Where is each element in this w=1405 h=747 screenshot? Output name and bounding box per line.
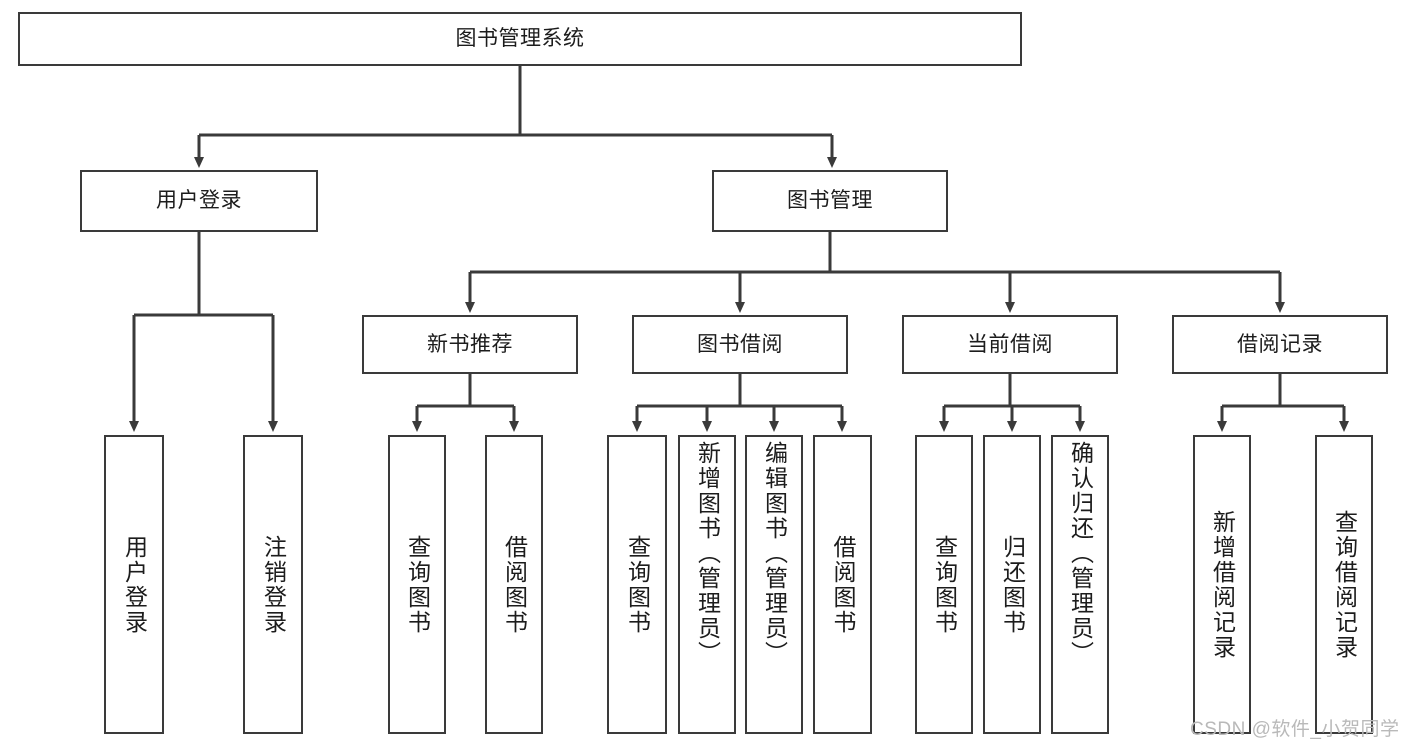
node-borrow-record-label: 借阅记录 xyxy=(1237,332,1323,356)
node-current-borrow-label: 当前借阅 xyxy=(967,332,1053,356)
node-current-borrow[interactable]: 当前借阅 xyxy=(902,315,1118,374)
leaf-borrow-book-recommend[interactable]: 借阅图书 xyxy=(485,435,543,734)
node-book-management-label: 图书管理 xyxy=(787,189,873,213)
leaf-user-logout-label: 注销登录 xyxy=(260,534,287,635)
node-root[interactable]: 图书管理系统 xyxy=(18,12,1022,66)
watermark: CSDN @软件_小贺同学 xyxy=(1190,719,1400,740)
leaf-query-borrow-record-label: 查询借阅记录 xyxy=(1331,509,1358,660)
leaf-query-book-recommend[interactable]: 查询图书 xyxy=(388,435,446,734)
leaf-add-book-admin-label: 新增图书（管理员） xyxy=(694,441,721,666)
leaf-query-book-current[interactable]: 查询图书 xyxy=(915,435,973,734)
leaf-user-login[interactable]: 用户登录 xyxy=(104,435,164,734)
node-borrow-record[interactable]: 借阅记录 xyxy=(1172,315,1388,374)
leaf-user-login-label: 用户登录 xyxy=(121,534,148,635)
leaf-user-logout[interactable]: 注销登录 xyxy=(243,435,303,734)
leaf-return-book-label: 归还图书 xyxy=(999,534,1026,635)
leaf-edit-book-admin[interactable]: 编辑图书（管理员） xyxy=(745,435,803,734)
leaf-add-borrow-record-label: 新增借阅记录 xyxy=(1209,509,1236,660)
leaf-confirm-return-admin[interactable]: 确认归还（管理员） xyxy=(1051,435,1109,734)
leaf-borrow-book-recommend-label: 借阅图书 xyxy=(501,534,528,635)
leaf-query-book-borrow-label: 查询图书 xyxy=(624,534,651,635)
node-book-borrow-label: 图书借阅 xyxy=(697,332,783,356)
leaf-query-book-recommend-label: 查询图书 xyxy=(404,534,431,635)
node-new-book-recommend-label: 新书推荐 xyxy=(427,332,513,356)
node-book-management[interactable]: 图书管理 xyxy=(712,170,948,232)
node-new-book-recommend[interactable]: 新书推荐 xyxy=(362,315,578,374)
leaf-borrow-book-label: 借阅图书 xyxy=(830,534,856,635)
leaf-edit-book-admin-label: 编辑图书（管理员） xyxy=(761,441,788,666)
leaf-borrow-book[interactable]: 借阅图书 xyxy=(813,435,872,734)
leaf-confirm-return-admin-label: 确认归还（管理员） xyxy=(1067,441,1094,666)
node-book-borrow[interactable]: 图书借阅 xyxy=(632,315,848,374)
node-root-label: 图书管理系统 xyxy=(455,27,585,51)
leaf-query-borrow-record[interactable]: 查询借阅记录 xyxy=(1315,435,1373,734)
node-user-login-label: 用户登录 xyxy=(156,189,242,213)
leaf-return-book[interactable]: 归还图书 xyxy=(983,435,1041,734)
leaf-add-book-admin[interactable]: 新增图书（管理员） xyxy=(678,435,736,734)
node-user-login[interactable]: 用户登录 xyxy=(80,170,318,232)
leaf-add-borrow-record[interactable]: 新增借阅记录 xyxy=(1193,435,1251,734)
leaf-query-book-borrow[interactable]: 查询图书 xyxy=(607,435,667,734)
leaf-query-book-current-label: 查询图书 xyxy=(931,534,958,635)
